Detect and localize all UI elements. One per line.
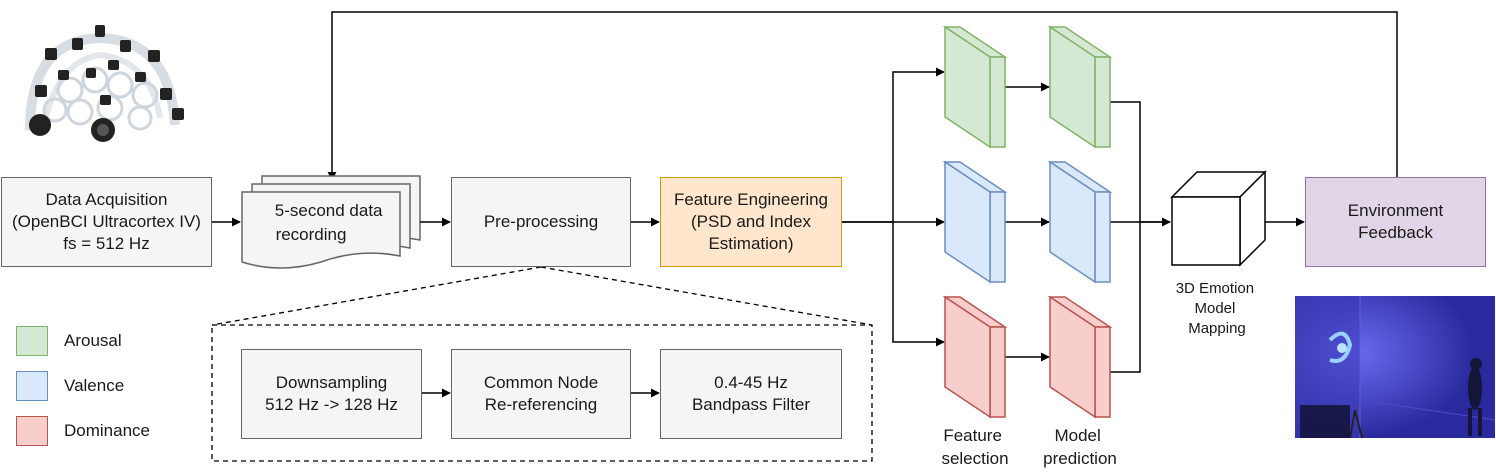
arousal-model-prism <box>1047 25 1113 149</box>
feature-engineering-node: Feature Engineering (PSD and Index Estim… <box>660 177 842 267</box>
feature-selection-label: Feature selection <box>941 426 1008 468</box>
immersive-room-photo <box>1295 296 1496 439</box>
recording-document <box>241 175 421 269</box>
downsampling-node: Downsampling 512 Hz -> 128 Hz <box>241 349 422 439</box>
rereferencing-node: Common Node Re-referencing <box>451 349 631 439</box>
valence-model-prism <box>1047 160 1113 284</box>
dominance-feature-prism <box>942 295 1008 419</box>
branch-arrows <box>842 67 1305 373</box>
recording-label: 5-second data recording <box>275 201 387 244</box>
environment-feedback-node: Environment Feedback <box>1305 177 1486 267</box>
legend-swatch-arousal <box>16 326 48 356</box>
model-prediction-label: Model prediction <box>1043 426 1117 468</box>
dominance-model-prism <box>1047 295 1113 419</box>
legend-label-valence: Valence <box>64 376 125 395</box>
emotion-mapping-label: 3D Emotion Model Mapping <box>1176 280 1259 337</box>
arousal-feature-prism <box>942 25 1008 149</box>
bandpass-node: 0.4-45 Hz Bandpass Filter <box>660 349 842 439</box>
preprocessing-detail-region <box>211 266 873 462</box>
legend-label-dominance: Dominance <box>64 421 150 440</box>
legend-swatch-valence <box>16 371 48 401</box>
eeg-headset-image <box>25 25 184 142</box>
feedback-arrow <box>327 11 1398 181</box>
preprocessing-node: Pre-processing <box>451 177 631 267</box>
legend-swatch-dominance <box>16 416 48 446</box>
legend-label-arousal: Arousal <box>64 331 122 350</box>
emotion-cube <box>1170 170 1267 267</box>
valence-feature-prism <box>942 160 1008 284</box>
data-acquisition-node: Data Acquisition (OpenBCI Ultracortex IV… <box>1 177 212 267</box>
